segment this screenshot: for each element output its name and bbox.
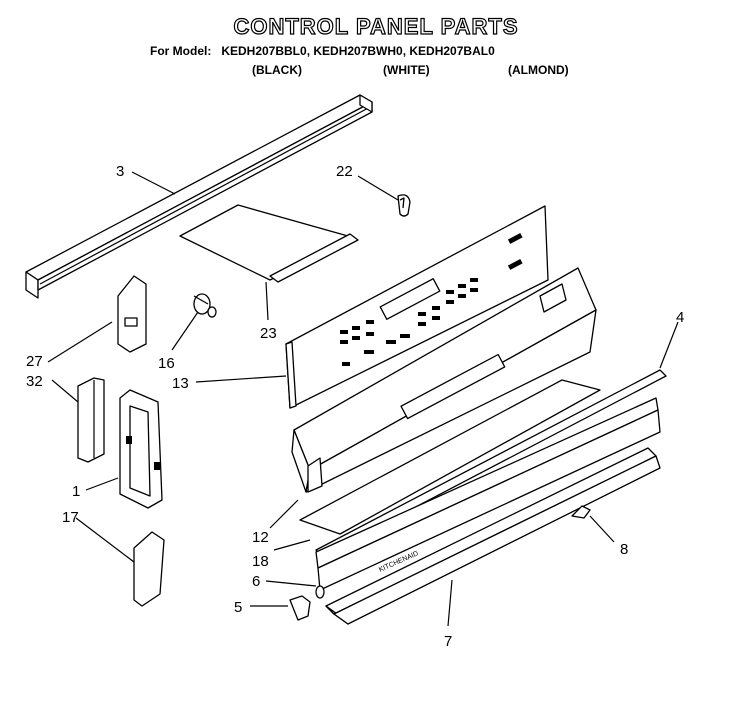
part-8-clip — [571, 505, 591, 519]
callout-8: 8 — [620, 541, 628, 558]
part-4-lower-trim: KITCHENAID — [315, 369, 667, 591]
leader-lines — [47, 171, 679, 627]
callout-18: 18 — [252, 553, 269, 570]
callout-1: 1 — [72, 483, 80, 500]
part-1-end-cap — [119, 389, 163, 509]
variant-black: (BLACK) — [252, 63, 302, 77]
model-line: For Model: KEDH207BBL0, KEDH207BWH0, KEDH… — [150, 44, 495, 58]
callout-27: 27 — [26, 353, 43, 370]
part-7-bottom-channel — [325, 447, 661, 625]
variant-almond: (ALMOND) — [508, 63, 569, 77]
part-27-bracket — [117, 275, 147, 353]
callout-5: 5 — [234, 599, 242, 616]
page-title: CONTROL PANEL PARTS — [233, 13, 519, 39]
callout-16: 16 — [158, 355, 175, 372]
callout-12: 12 — [252, 529, 269, 546]
callout-23: 23 — [260, 325, 277, 342]
part-32-side-bracket — [77, 377, 105, 463]
callout-13: 13 — [172, 375, 189, 392]
model-label: For Model: — [150, 44, 212, 58]
part-13-control-panel — [285, 205, 549, 409]
callout-6: 6 — [252, 573, 260, 590]
model-numbers: KEDH207BBL0, KEDH207BWH0, KEDH207BAL0 — [221, 44, 495, 58]
part-3-top-trim — [25, 94, 373, 299]
callouts: 3 22 23 27 16 13 32 4 1 17 12 18 8 6 5 7 — [26, 163, 684, 650]
part-5-clip — [289, 595, 311, 621]
callout-22: 22 — [336, 163, 353, 180]
part-16-knob — [193, 293, 217, 318]
part-17-end-cap — [133, 531, 165, 607]
part-6-rod — [315, 585, 325, 599]
part-18-gasket — [299, 379, 601, 535]
callout-32: 32 — [26, 373, 43, 390]
callout-7: 7 — [444, 633, 452, 650]
part-22-clip — [397, 194, 411, 217]
callout-3: 3 — [116, 163, 124, 180]
part-23-sheet — [179, 204, 359, 283]
callout-17: 17 — [62, 509, 79, 526]
variant-white: (WHITE) — [383, 63, 430, 77]
callout-4: 4 — [676, 309, 684, 326]
part-12-backing-box — [291, 267, 597, 493]
